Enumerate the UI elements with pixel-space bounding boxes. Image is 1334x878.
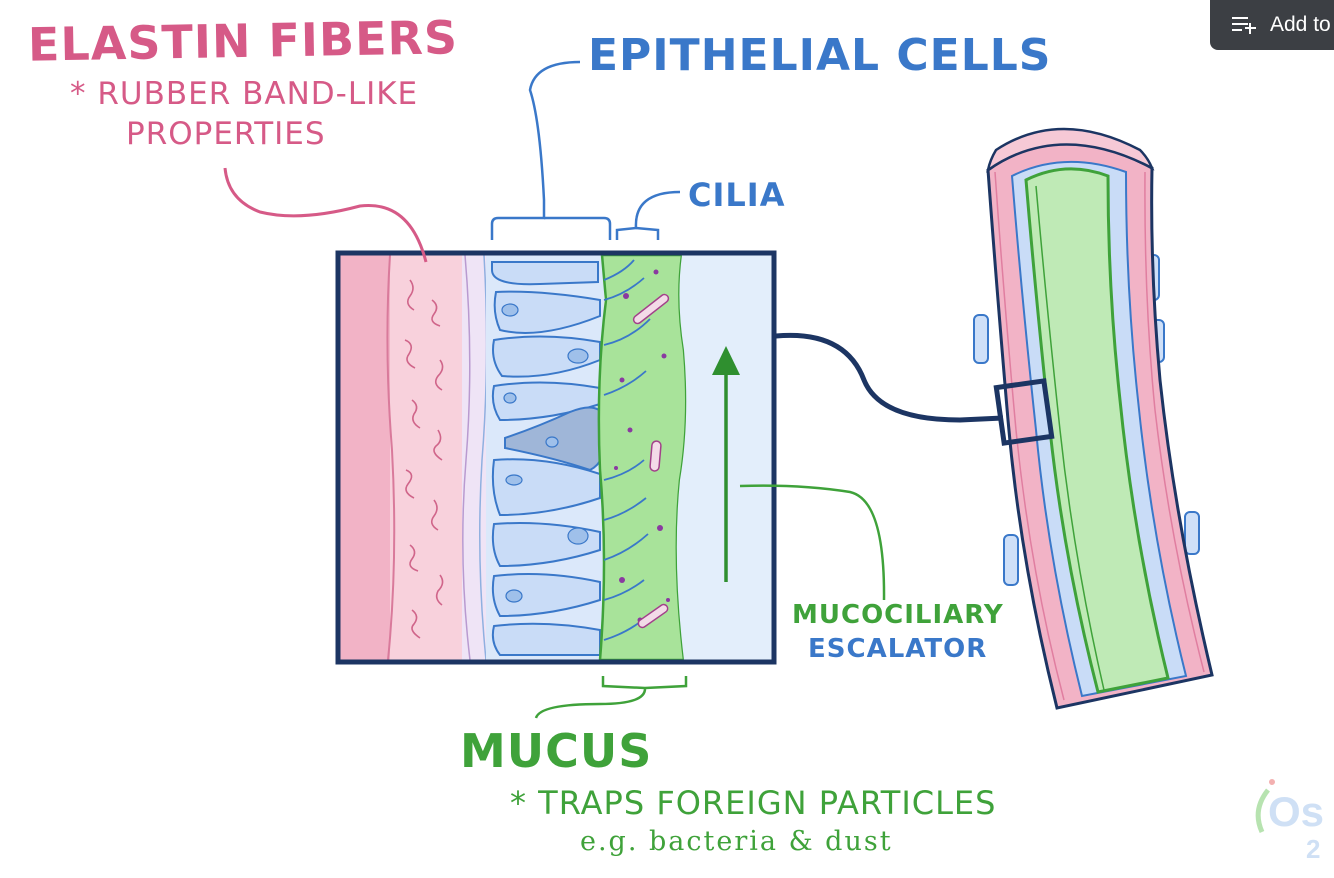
mucus-example: e.g. bacteria & dust [580,826,893,857]
logo-text: Os [1268,788,1325,835]
zoom-connector-line [775,332,1004,423]
logo-mark [1255,779,1275,834]
epithelial-bracket [490,60,612,240]
brand-logo: Os 2 [1250,770,1334,870]
mucus-bracket [534,676,688,719]
elastin-note-line1: * RUBBER BAND-LIKE [70,76,419,112]
epithelial-cells [491,261,601,656]
zoom-box-frame [335,250,777,665]
epithelial-cells-label: EPITHELIAL CELLS [588,30,1052,81]
mucociliary-label-line1: MUCOCILIARY [792,600,1004,630]
airway-tube [973,127,1214,710]
add-to-button[interactable]: Add to [1210,0,1334,50]
zoom-region-marker [993,378,1055,446]
cilia-bracket [615,190,681,240]
cell-nuclei [501,303,589,603]
add-to-button-label: Add to [1270,13,1331,36]
elastin-fibers-title: ELASTIN FIBERS [27,10,459,72]
mucus-label: MUCUS [460,724,653,778]
elastin-fiber-squiggles [404,279,444,639]
mucus-note: * TRAPS FOREIGN PARTICLES [510,784,997,822]
bacteria-rods [632,293,670,629]
tissue-cross-section [335,250,777,665]
mucociliary-pointer [739,484,886,601]
elastin-pointer [223,167,428,263]
elastin-note-line2: PROPERTIES [126,116,326,152]
escalator-arrow-icon [712,346,740,582]
cilia-label: CILIA [688,176,786,214]
mucociliary-label-line2: ESCALATOR [808,634,988,664]
playlist-add-icon [1232,14,1256,36]
logo-subtext: 2 [1306,834,1321,864]
